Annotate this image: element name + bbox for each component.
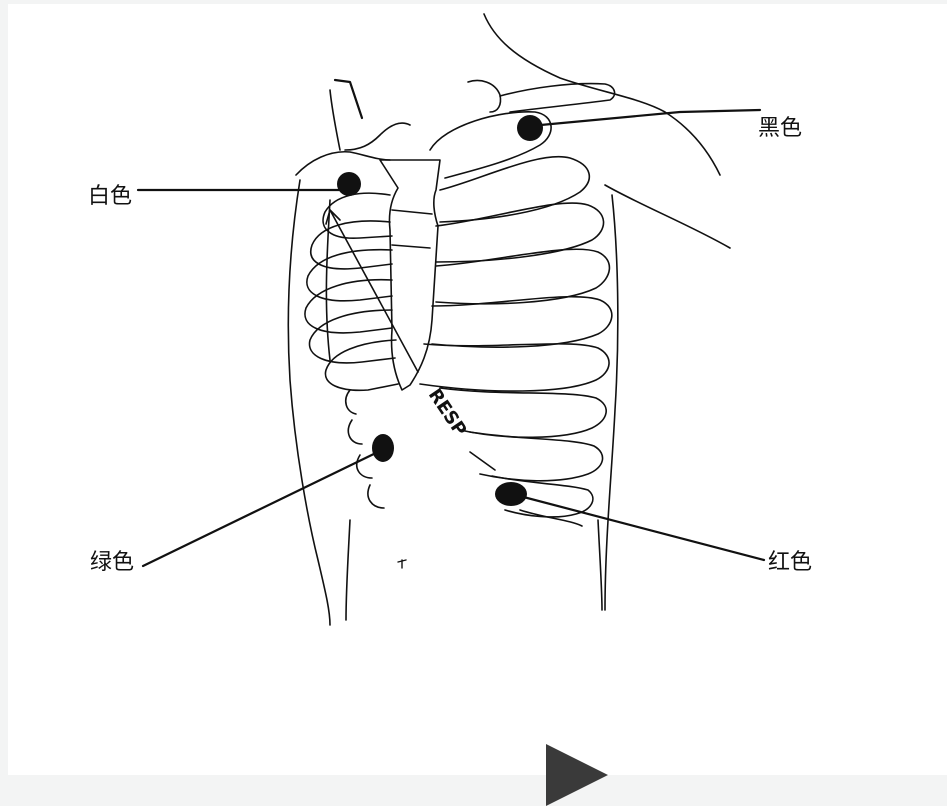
leader-black	[530, 110, 760, 126]
leader-lines	[138, 80, 764, 566]
leader-red	[512, 494, 764, 560]
electrode-white	[337, 172, 361, 196]
resp-lead	[326, 210, 495, 470]
leader-green	[143, 450, 382, 566]
electrode-red	[495, 482, 527, 506]
electrode-green	[372, 434, 394, 462]
label-white: 白色	[88, 178, 132, 210]
label-red: 红色	[768, 544, 812, 576]
electrode-black	[517, 115, 543, 141]
clavicles	[296, 81, 615, 175]
resp-label: RESP	[424, 385, 471, 440]
label-green: 绿色	[90, 544, 134, 576]
chest-electrode-diagram: RESP	[0, 0, 947, 775]
play-triangle-icon[interactable]	[546, 744, 608, 806]
label-black: 黑色	[758, 110, 802, 142]
ribs-right	[420, 112, 612, 526]
